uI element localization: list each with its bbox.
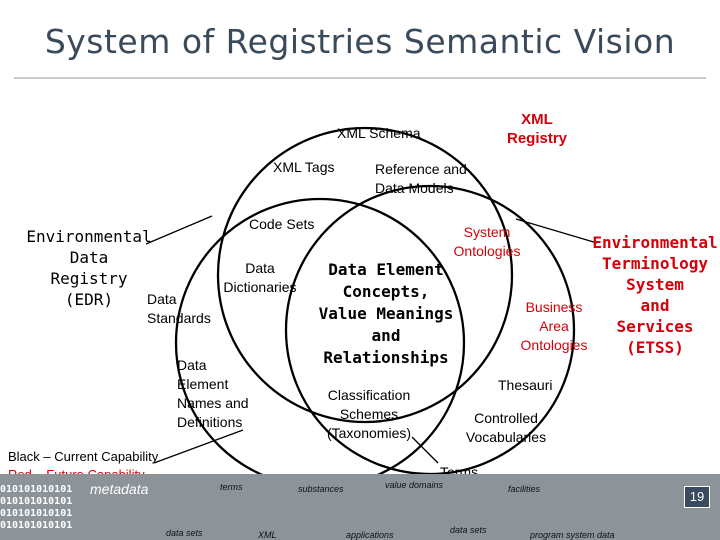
footer-word: facilities bbox=[508, 484, 541, 494]
etss-label: Environmental Terminology System and Ser… bbox=[592, 233, 718, 357]
metadata-label: metadata bbox=[90, 481, 149, 497]
footer-word: data sets bbox=[166, 528, 203, 538]
binary-pattern: 010101010101 010101010101 010101010101 0… bbox=[0, 484, 73, 531]
edr-pointer-line bbox=[145, 215, 213, 245]
system-ontologies-label: System Ontologies bbox=[453, 224, 521, 259]
business-area-ontologies-label: Business Area Ontologies bbox=[520, 299, 588, 353]
thesauri-label: Thesauri bbox=[498, 377, 553, 393]
page-number: 19 bbox=[684, 486, 710, 508]
footer-word: substances bbox=[298, 484, 344, 494]
data-dictionaries-label: Data Dictionaries bbox=[223, 260, 297, 295]
footer-word: data sets bbox=[450, 525, 487, 535]
center-concepts-label: Data Element Concepts, Value Meanings an… bbox=[318, 260, 454, 367]
code-sets-label: Code Sets bbox=[249, 216, 315, 232]
xml-circle bbox=[216, 126, 514, 424]
page-title: System of Registries Semantic Vision bbox=[44, 22, 676, 61]
footer-word: program system data bbox=[530, 530, 615, 540]
legend-current: Black – Current Capability bbox=[8, 449, 159, 464]
data-element-names-label: Data Element Names and Definitions bbox=[177, 357, 249, 430]
xml-registry-label: XML Registry bbox=[506, 111, 568, 147]
footer-word: terms bbox=[220, 482, 243, 492]
footer-word: XML bbox=[258, 530, 277, 540]
data-standards-label: Data Standards bbox=[147, 291, 211, 326]
footer-banner bbox=[0, 474, 720, 540]
footer-word: value domains bbox=[385, 480, 444, 490]
title-divider bbox=[14, 77, 706, 79]
reference-data-models-label: Reference and Data Models bbox=[375, 161, 467, 196]
controlled-vocabularies-label: Controlled Vocabularies bbox=[465, 410, 547, 445]
etss-pointer-line bbox=[515, 218, 598, 244]
edr-label: Environmental Data Registry (EDR) bbox=[26, 227, 152, 309]
footer-word: applications bbox=[346, 530, 394, 540]
terms-pointer-line bbox=[411, 436, 439, 464]
classification-schemes-label: Classification Schemes (Taxonomies) bbox=[326, 387, 412, 441]
xml-tags-label: XML Tags bbox=[273, 159, 335, 175]
legend-pointer-line bbox=[153, 429, 244, 464]
xml-schema-label: XML Schema bbox=[337, 125, 421, 141]
